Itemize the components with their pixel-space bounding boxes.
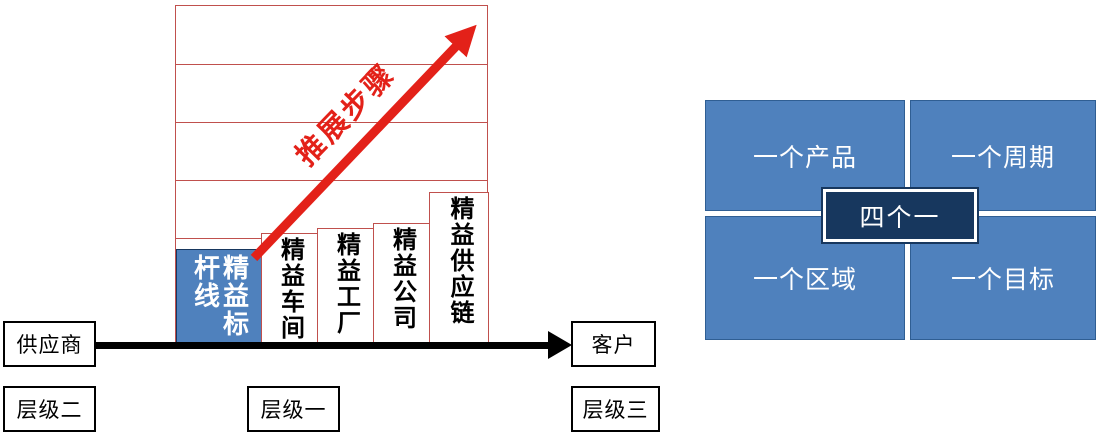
quadrant-area: 一个区域 — [705, 216, 905, 340]
level-box-right: 层级三 — [571, 386, 660, 432]
supplier-label: 供应商 — [16, 333, 83, 357]
flow-arrow-icon — [96, 342, 548, 349]
stair-column-label: 精益公司 — [388, 227, 415, 331]
quadrant-cycle-label: 一个周期 — [950, 144, 1055, 172]
stair-column-label: 精益工厂 — [332, 232, 359, 336]
four-ones-center-box: 四个一 — [823, 189, 977, 242]
customer-box: 客户 — [571, 321, 656, 367]
level-center-label: 层级一 — [260, 398, 327, 422]
level-box-center: 层级一 — [247, 386, 340, 432]
four-ones-center-label: 四个一 — [859, 204, 941, 232]
benchmark-text-col-right: 精益标 — [219, 254, 249, 338]
level-box-left: 层级二 — [3, 386, 96, 432]
growth-arrow-label: 推展步骤 — [290, 57, 403, 173]
chart-gridline — [176, 180, 487, 181]
flow-arrowhead-icon — [548, 331, 572, 359]
benchmark-box: 精益标 杆线 — [176, 249, 262, 345]
benchmark-text-col-left: 杆线 — [190, 254, 220, 310]
quadrant-goal-label: 一个目标 — [950, 267, 1055, 294]
level-left-label: 层级二 — [16, 398, 83, 422]
stair-column-label: 精益车间 — [276, 237, 303, 341]
level-right-label: 层级三 — [582, 398, 649, 422]
stair-column-label: 精益供应链 — [446, 196, 472, 326]
maturity-chart: 精益标 杆线 精益车间 精益工厂 精益公司 精益供应链 推展步骤 — [175, 5, 489, 346]
supplier-box: 供应商 — [3, 321, 96, 367]
stair-column-supply-chain: 精益供应链 — [429, 192, 489, 345]
stair-column-factory: 精益工厂 — [317, 228, 374, 345]
quadrant-area-label: 一个区域 — [752, 267, 857, 294]
quadrant-product-label: 一个产品 — [752, 144, 857, 172]
chart-gridline — [176, 64, 487, 65]
quadrant-goal: 一个目标 — [910, 216, 1096, 340]
stair-column-company: 精益公司 — [373, 223, 430, 345]
customer-label: 客户 — [591, 333, 636, 357]
stair-column-workshop: 精益车间 — [261, 233, 318, 345]
